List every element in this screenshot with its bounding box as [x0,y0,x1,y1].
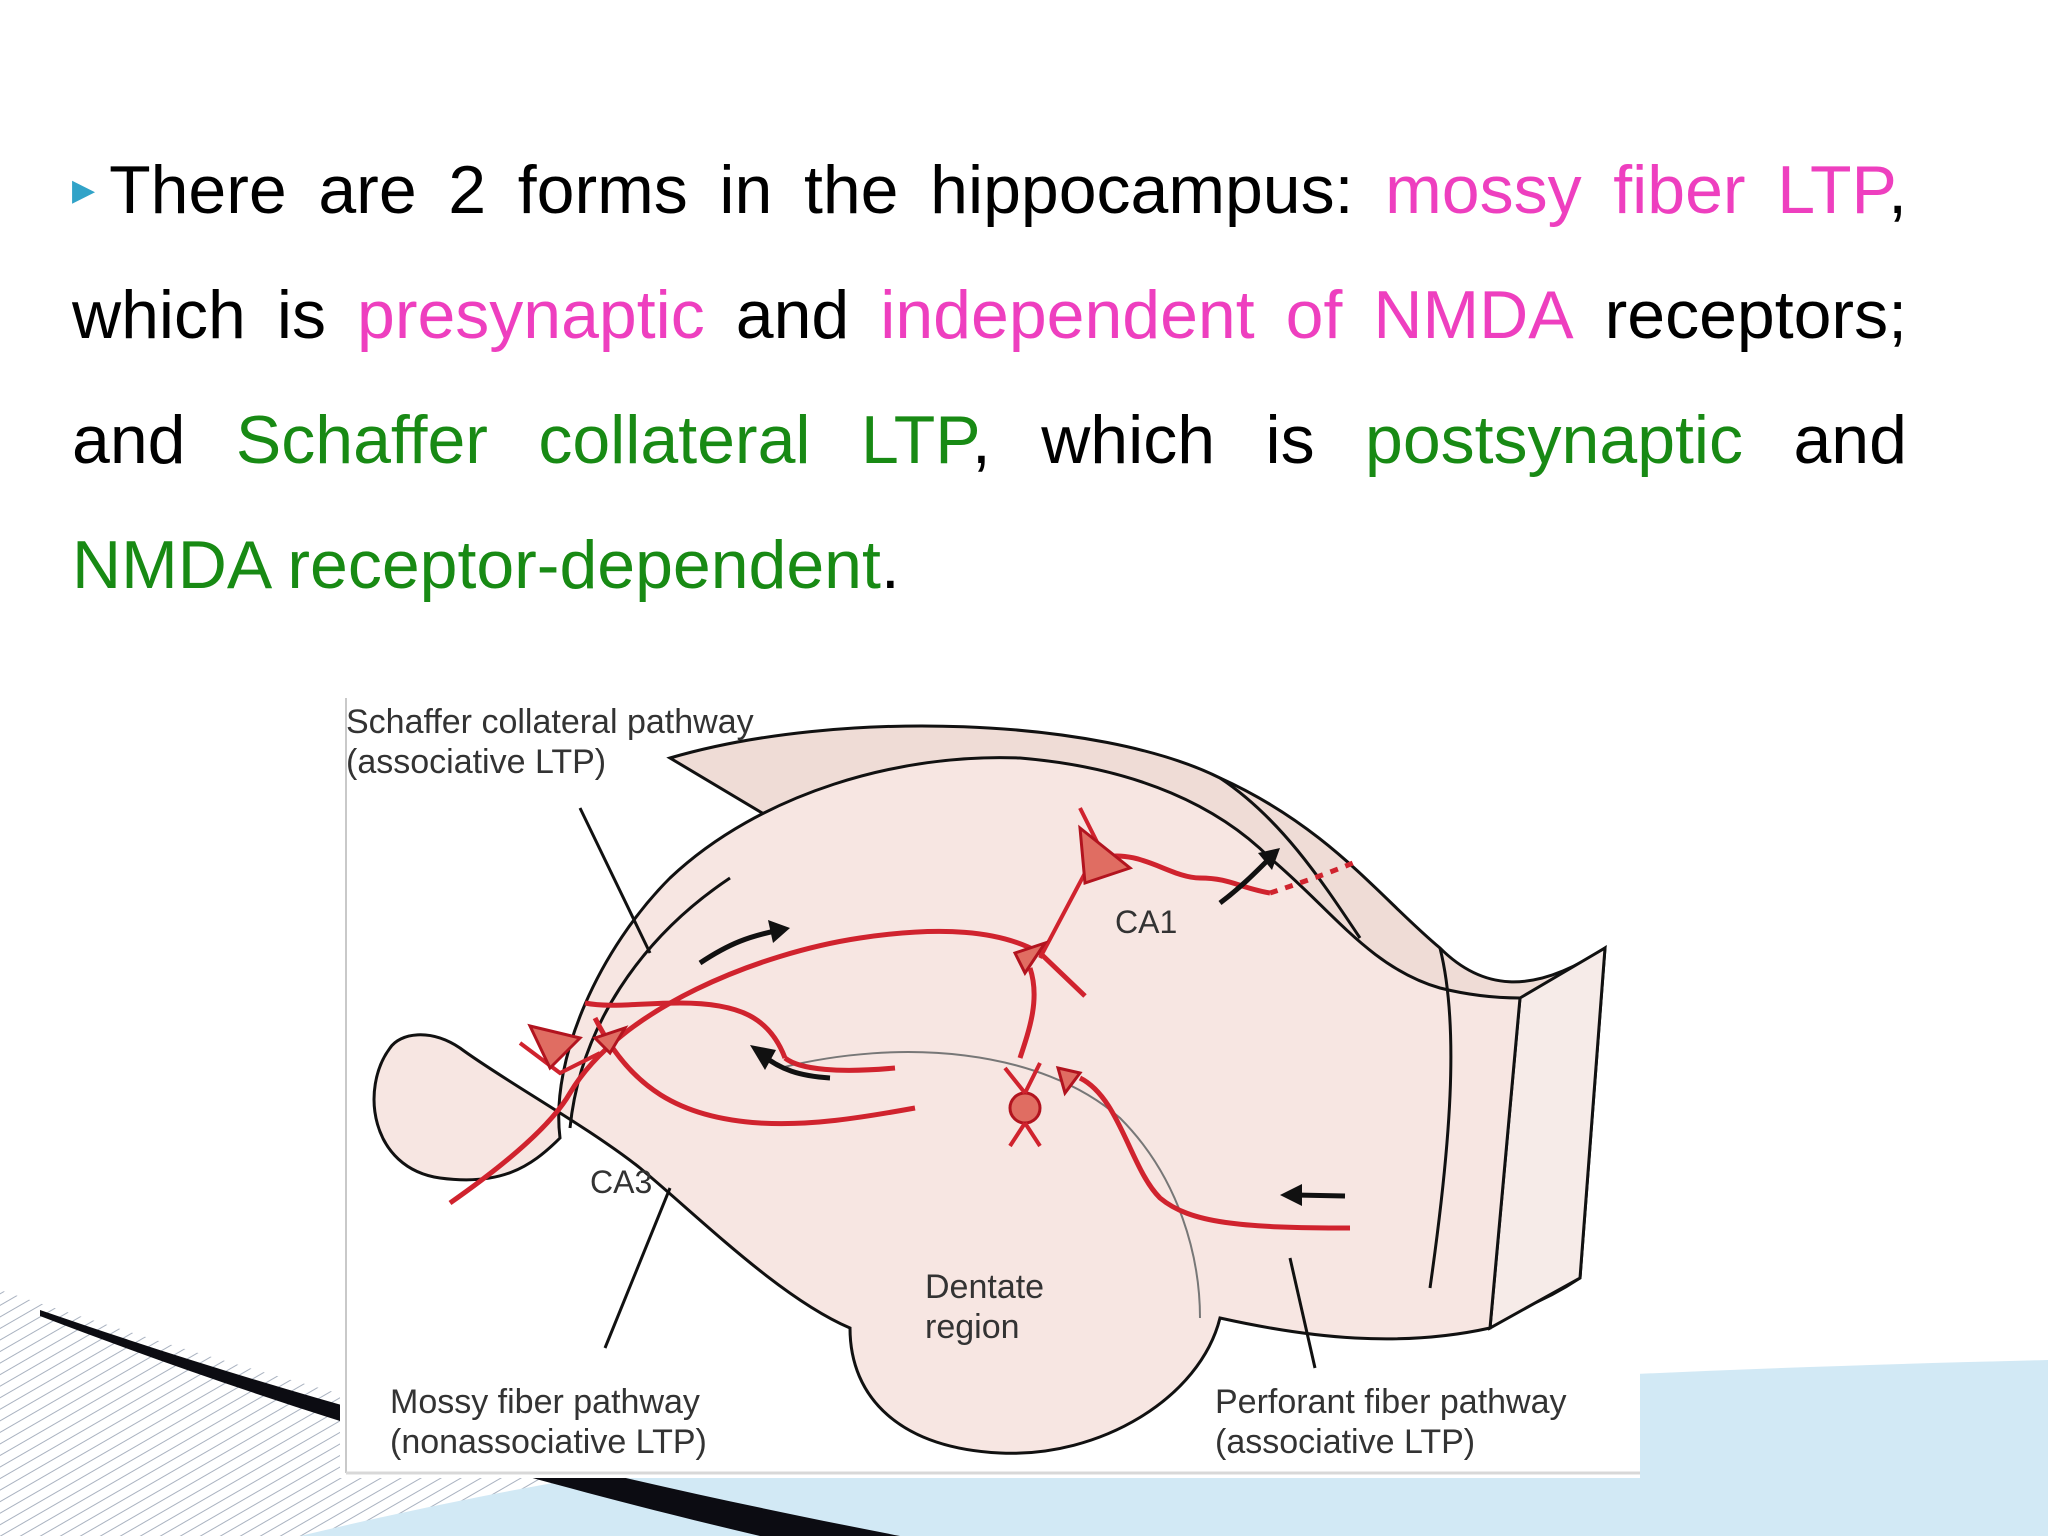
highlight-nmda-receptor-dependent: NMDA receptor-dependent [72,527,881,603]
paragraph-line-4: NMDA receptor-dependent. [72,503,1907,628]
ca1-neuron-soma [1078,824,1134,886]
first-word-group: ▶ There [72,128,287,253]
mossy-label-line-1: Mossy fiber pathway [390,1383,700,1421]
word: is [1265,402,1315,478]
highlight-nmda: NMDA [1373,277,1574,353]
perforant-label-line-1: Perforant fiber pathway [1215,1383,1567,1421]
arrow-icon [1218,848,1280,905]
highlight-presynaptic: presynaptic [357,277,705,353]
punctuation: , [1888,152,1907,228]
word: which [72,277,246,353]
perforant-label-line-2: (associative LTP) [1215,1423,1475,1461]
word: hippocampus: [930,152,1354,228]
word: and [72,402,186,478]
granule-dendrites [1003,1062,1042,1148]
highlight-ltp: LTP [1777,152,1889,228]
ca3-label: CA3 [590,1164,652,1200]
highlight-independent: independent [880,277,1255,353]
ca3-dendrite [518,1041,601,1076]
word: the [803,152,899,228]
ca1-branch [1017,967,1037,1059]
hippocampus-main-body [372,756,1522,1455]
word: receptors; [1604,277,1907,353]
highlight-mossy: mossy [1385,152,1582,228]
schaffer-collateral-path [448,928,1087,1206]
paragraph-line-1: ▶ There are 2 forms in the hippocampus: … [72,128,1907,253]
perforant-synapse [1055,1065,1083,1097]
swoosh-hatch [0,1290,1000,1536]
ca3-neuron-soma [527,1023,583,1071]
bullet-paragraph: ▶ There are 2 forms in the hippocampus: … [72,128,1907,628]
mossy-fiber-path [584,1000,896,1073]
ca1-axon-path [1099,853,1271,896]
paragraph-line-2: which is presynaptic and independent of … [72,253,1907,378]
paragraph-line-3: and Schaffer collateral LTP, which is po… [72,378,1907,503]
mossy-label-line-2: (nonassociative LTP) [390,1423,707,1461]
dentate-label-line-1: Dentate [925,1268,1044,1306]
back-edge-line [1428,947,1453,1289]
dentate-granule-cell [1008,1091,1042,1125]
dentate-label-line-2: region [925,1308,1020,1346]
word-group: LTP, [1777,128,1907,253]
hippocampus-figure: Schaffer collateral pathway (associative… [340,698,1640,1478]
highlight-collateral: collateral [538,402,811,478]
punctuation: , [971,402,991,478]
hippocampus-diagram: Schaffer collateral pathway (associative… [340,698,1640,1478]
word: There [109,152,287,228]
mossy-leader-line [603,1187,672,1349]
ca1-synapse [1012,940,1049,976]
word: and [1793,402,1907,478]
ca1-label: CA1 [1115,904,1177,940]
mossy-fiber-lower [592,1016,916,1127]
highlight-ltp-green: LTP [860,402,972,478]
arrow-icon [750,1045,831,1081]
perforant-fiber-path [1078,1075,1351,1231]
triangle-bullet-icon: ▶ [72,174,96,207]
highlight-postsynaptic: postsynaptic [1365,402,1744,478]
word-group: LTP, [861,378,991,503]
schaffer-label-line-2: (associative LTP) [346,743,606,781]
hippocampus-fold-line [568,876,731,1129]
perforant-leader-line [1288,1257,1317,1369]
ca1-basal-dendrite [1038,872,1087,959]
highlight-schaffer: Schaffer [235,402,488,478]
word: in [719,152,773,228]
arrow-icon [1280,1184,1346,1206]
schaffer-leader-line [578,807,652,954]
arrow-icon [698,920,790,966]
word: and [735,277,850,353]
ca3-synapse [592,1025,629,1056]
schaffer-label-line-1: Schaffer collateral pathway [346,703,754,741]
back-edge-line [1219,776,1362,939]
ca1-axon-dotted [1269,857,1361,896]
highlight-of: of [1285,277,1343,353]
word: which [1041,402,1216,478]
punctuation: . [880,527,900,603]
word: 2 [448,152,487,228]
highlight-fiber: fiber [1613,152,1746,228]
word: forms [517,152,688,228]
word: are [318,152,417,228]
word: is [276,277,326,353]
